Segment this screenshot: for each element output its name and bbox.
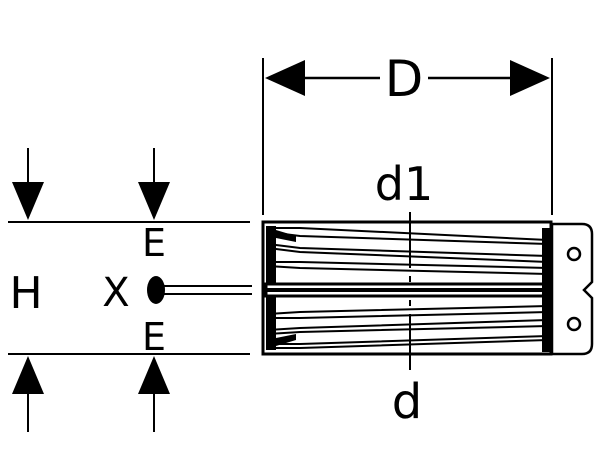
reference-lines bbox=[8, 221, 252, 355]
label-E-bottom: E bbox=[142, 315, 166, 359]
fin-upper-4 bbox=[267, 247, 549, 263]
label-d: d bbox=[392, 374, 422, 430]
h-bottom-arrowhead bbox=[12, 356, 44, 394]
fin-lower-4 bbox=[267, 325, 549, 335]
e-bottom-arrowhead bbox=[138, 356, 170, 394]
fin-upper-5 bbox=[268, 261, 549, 269]
fin-lower-6 bbox=[268, 339, 549, 349]
arrowhead-left bbox=[265, 60, 305, 96]
dimension-H bbox=[12, 148, 44, 432]
fin-lower-2 bbox=[268, 311, 549, 319]
dimension-E bbox=[138, 148, 170, 432]
label-D: D bbox=[385, 50, 424, 108]
label-X: X bbox=[102, 270, 129, 316]
h-top-arrowhead bbox=[12, 182, 44, 220]
x-marker-dot bbox=[147, 276, 165, 304]
dimension-D bbox=[262, 58, 553, 215]
component-body bbox=[261, 220, 553, 356]
body-right-wall bbox=[542, 228, 550, 352]
end-cap-hole-bottom bbox=[566, 316, 582, 332]
arrowhead-right bbox=[510, 60, 550, 96]
end-cap-outline bbox=[550, 222, 594, 356]
label-d1: d1 bbox=[375, 157, 433, 211]
fin-upper-3 bbox=[267, 243, 549, 257]
label-H: H bbox=[9, 268, 42, 319]
fin-lower-3 bbox=[267, 319, 549, 331]
fin-upper-6 bbox=[267, 265, 549, 275]
end-cap-hole-top bbox=[566, 246, 582, 262]
fin-upper-1 bbox=[268, 227, 549, 241]
body-left-wall-upper-hook bbox=[276, 230, 296, 242]
fin-lower-1 bbox=[267, 305, 549, 315]
e-top-arrowhead bbox=[138, 182, 170, 220]
body-left-wall-lower-hook bbox=[276, 334, 296, 346]
label-E-top: E bbox=[142, 221, 166, 265]
end-cap bbox=[550, 222, 594, 356]
